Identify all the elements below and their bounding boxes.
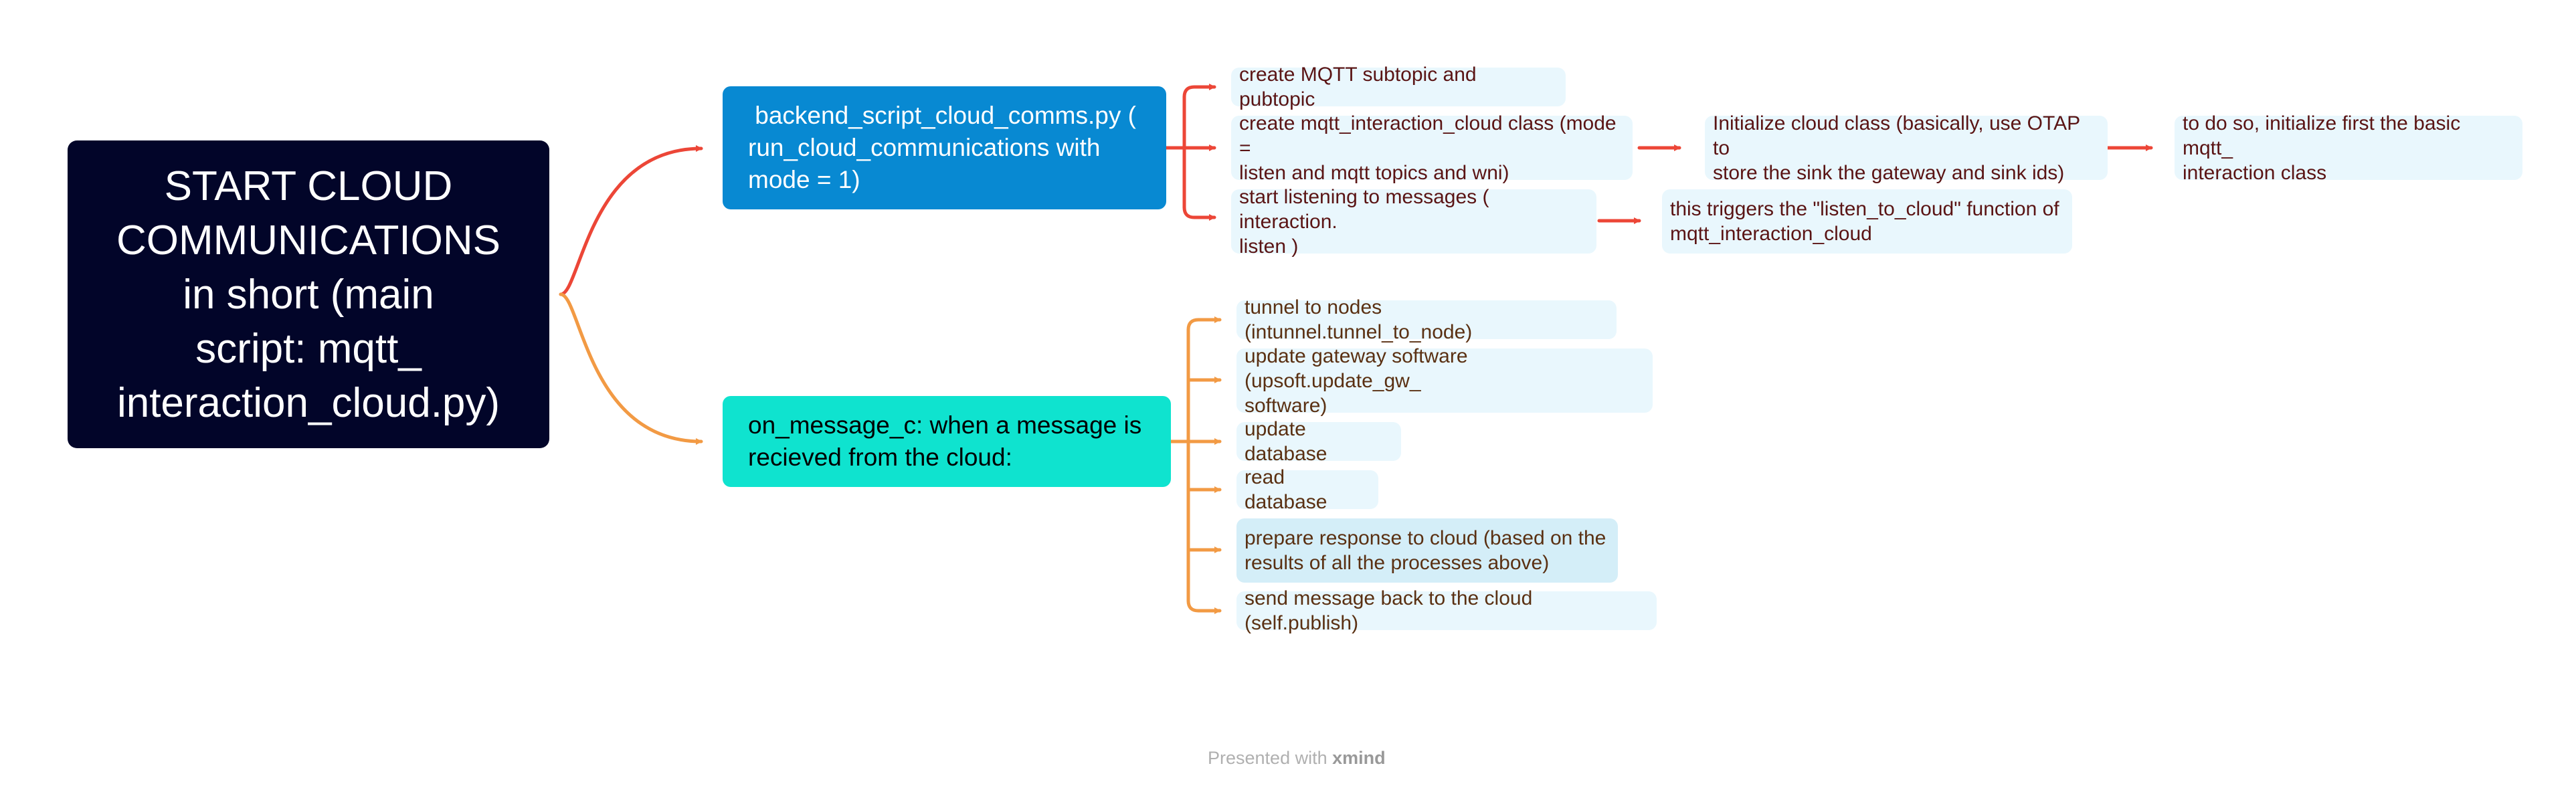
branch-line: on_message_c: when a message is [748,411,1142,439]
topic-line: mqtt_interaction_cloud [1670,223,1872,245]
connector-to-subtopic [1182,84,1216,99]
branch-line: backend_script_cloud_comms.py ( [748,102,1136,129]
root-topic-line: in short (main [183,271,434,318]
connector-to-listen [1182,205,1216,221]
root-topic[interactable]: START CLOUD COMMUNICATIONS in short (mai… [68,140,549,448]
topic-line: listen and mqtt topics and wni) [1239,161,1509,184]
topic-update-database[interactable]: update database [1236,418,1401,465]
presented-with-xmind: Presented with xmind [1208,748,1386,769]
branch-line: mode = 1) [748,166,860,193]
topic-line: store the sink the gateway and sink ids) [1713,161,2065,184]
connector-to-send [1186,599,1222,614]
topic-line: start listening to messages ( interactio… [1239,185,1489,233]
topic-line: prepare response to cloud (based on the [1245,527,1606,549]
topic-line: software) [1245,394,1327,417]
topic-triggers-listen-to-cloud[interactable]: this triggers the "listen_to_cloud" func… [1662,189,2072,254]
topic-initialize-cloud-class[interactable]: Initialize cloud class (basically, use O… [1705,112,2108,184]
branch-backend-script[interactable]: backend_script_cloud_comms.py ( run_clou… [723,86,1166,209]
topic-line: update gateway software (upsoft.update_g… [1245,344,1468,392]
topic-start-listening[interactable]: start listening to messages ( interactio… [1231,186,1596,258]
root-topic-line: START CLOUD [164,163,453,209]
branch-line: run_cloud_communications with [748,134,1101,161]
topic-line: results of all the processes above) [1245,552,1550,574]
topic-tunnel-to-nodes[interactable]: tunnel to nodes (intunnel.tunnel_to_node… [1236,296,1617,343]
connector-root-to-branch1 [559,145,703,296]
root-topic-line: interaction_cloud.py) [116,379,500,426]
footer-prefix: Presented with [1208,748,1333,768]
topic-update-gateway-software[interactable]: update gateway software (upsoft.update_g… [1236,345,1653,417]
root-topic-line: script: mqtt_ [195,325,422,372]
topic-prepare-response[interactable]: prepare response to cloud (based on the … [1236,518,1618,583]
topic-send-message-back[interactable]: send message back to the cloud (self.pub… [1236,587,1657,634]
topic-line: create MQTT subtopic and pubtopic [1239,64,1477,110]
root-topic-line: COMMUNICATIONS [116,217,501,264]
topic-line: listen ) [1239,235,1299,258]
branch-on-message[interactable]: on_message_c: when a message is recieved… [723,396,1171,487]
branch-line: recieved from the cloud: [748,444,1012,471]
topic-line: to do so, initialize first the basic mqt… [2183,112,2461,159]
topic-line: this triggers the "listen_to_cloud" func… [1670,198,2059,220]
topic-line: tunnel to nodes (intunnel.tunnel_to_node… [1245,296,1473,343]
topic-initialize-basic-class[interactable]: to do so, initialize first the basic mqt… [2175,112,2522,184]
topic-line: read database [1245,466,1327,513]
topic-line: create mqtt_interaction_cloud class (mod… [1239,112,1617,159]
connector-root-to-branch2 [559,292,703,445]
topic-create-interaction-class[interactable]: create mqtt_interaction_cloud class (mod… [1231,112,1633,184]
topic-line: update database [1245,418,1327,465]
topic-line: interaction class [2183,161,2327,184]
xmind-brand: xmind [1332,748,1386,768]
topic-line: send message back to the cloud (self.pub… [1245,587,1533,634]
topic-line: Initialize cloud class (basically, use O… [1713,112,2080,159]
connector-to-tunnel [1186,316,1222,332]
topic-read-database[interactable]: read database [1236,466,1378,513]
topic-create-mqtt-subtopic[interactable]: create MQTT subtopic and pubtopic [1231,64,1566,110]
